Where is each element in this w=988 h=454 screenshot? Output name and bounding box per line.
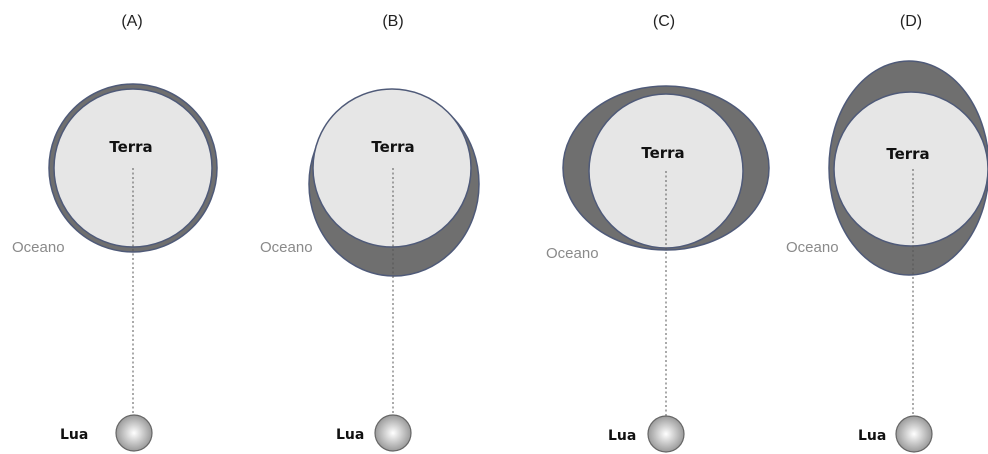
ocean-label: Oceano [12,239,65,256]
moon-label: Lua [608,428,636,444]
earth [312,88,472,248]
moon-label: Lua [858,428,886,444]
ocean-label: Oceano [786,239,839,256]
panel-b-label: (B) [382,13,403,30]
ocean-label: Oceano [546,245,599,262]
moon [895,415,933,453]
moon-label: Lua [336,427,364,443]
earth-label: Terra [641,144,684,162]
earth-label: Terra [109,138,152,156]
panel-d: (D) Terra Oceano Lua [786,13,988,453]
panel-c-label: (C) [653,13,675,30]
ocean-label: Oceano [260,239,313,256]
panel-c: (C) Terra Oceano Lua [546,13,770,453]
panel-a: (A) Terra Oceano Lua [12,13,218,452]
moon-label: Lua [60,427,88,443]
panel-a-label: (A) [121,13,142,30]
moon [647,415,685,453]
earth-label: Terra [886,145,929,163]
earth-label: Terra [371,138,414,156]
moon [374,414,412,452]
panel-d-label: (D) [900,13,922,30]
earth [833,91,988,247]
moon [115,414,153,452]
panel-b: (B) Terra Oceano Lua [260,13,480,452]
